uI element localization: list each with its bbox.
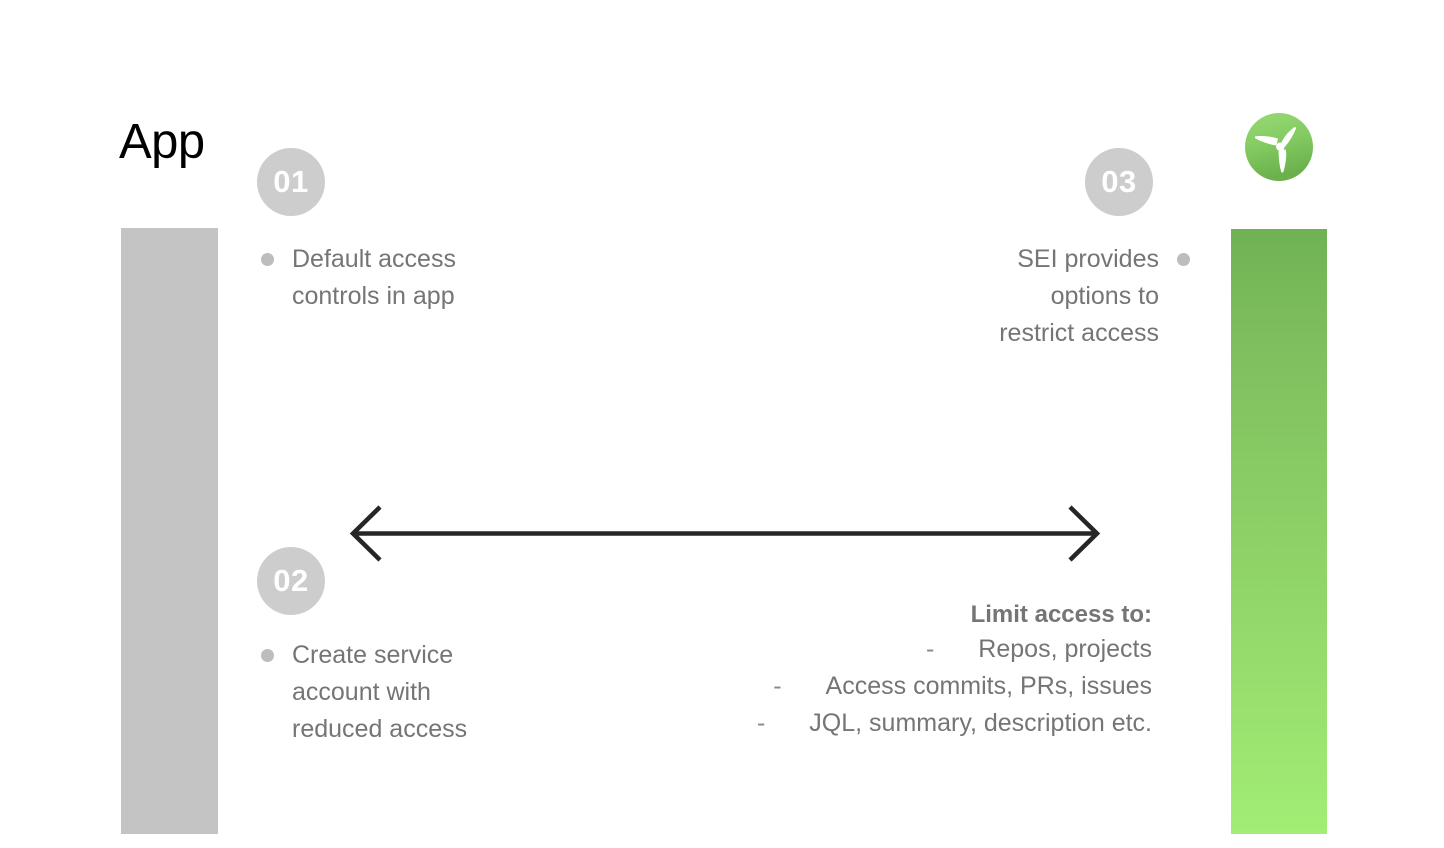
list-dash: -: [756, 709, 766, 737]
limit-access-item: - JQL, summary, description etc.: [640, 705, 1152, 742]
bullet-dot-icon: [1177, 253, 1190, 266]
bullet-dot-icon: [261, 253, 274, 266]
propeller-logo-icon: [1244, 112, 1314, 182]
limit-access-heading: Limit access to:: [970, 601, 1152, 628]
right-green-bar: [1231, 229, 1327, 834]
step-text-01-body: Default access controls in app: [292, 245, 456, 310]
step-text-03-body: SEI provides options to restrict access: [999, 245, 1159, 347]
bullet-dot-icon: [261, 649, 274, 662]
bidirectional-arrow-icon: [345, 503, 1105, 565]
list-dash: -: [925, 635, 935, 663]
step-text-02-body: Create service account with reduced acce…: [292, 641, 468, 743]
limit-access-block: Limit access to: - Repos, projects - Acc…: [640, 598, 1152, 742]
limit-access-item-label: Access commits, PRs, issues: [825, 672, 1152, 700]
step-badge-03: 03: [1085, 148, 1153, 216]
limit-access-item-label: Repos, projects: [978, 635, 1152, 663]
limit-access-item: - Repos, projects: [640, 631, 1152, 668]
step-text-01: Default access controls in app: [261, 241, 591, 315]
left-gray-bar: [121, 228, 218, 834]
step-text-02: Create service account with reduced acce…: [261, 637, 591, 748]
step-badge-02: 02: [257, 547, 325, 615]
step-text-03: SEI provides options to restrict access: [900, 241, 1190, 352]
list-dash: -: [773, 672, 782, 700]
step-badge-01: 01: [257, 148, 325, 216]
limit-access-item: - Access commits, PRs, issues: [640, 668, 1152, 705]
page-title: App: [119, 115, 205, 169]
limit-access-item-label: JQL, summary, description etc.: [809, 709, 1152, 737]
